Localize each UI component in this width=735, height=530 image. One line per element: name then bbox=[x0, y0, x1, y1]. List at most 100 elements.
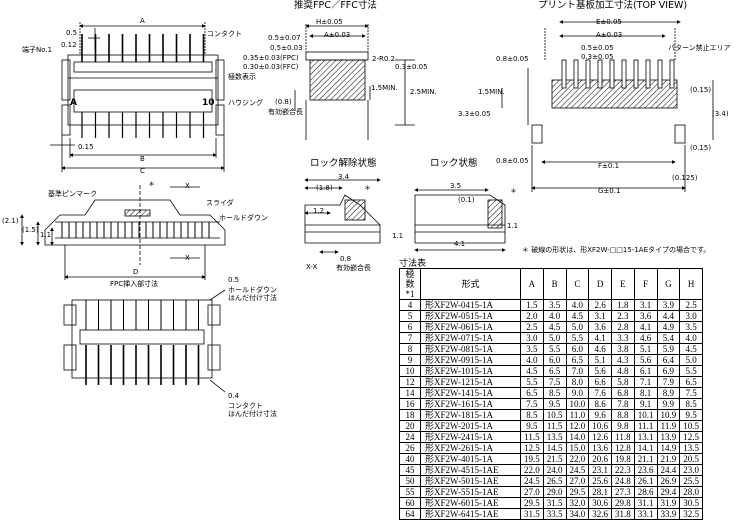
dim-03-005-pcb: 0.3±0.05 bbox=[581, 53, 614, 61]
table-cell: 10 bbox=[399, 365, 421, 377]
dim-035-fpc: 0.35±0.03(FPC) bbox=[243, 54, 299, 62]
table-cell: 21.5 bbox=[542, 453, 567, 465]
table-caption: 寸法表 bbox=[399, 259, 427, 269]
table-cell: 5.5 bbox=[520, 376, 544, 388]
table-cell: 60 bbox=[399, 497, 421, 509]
dim-A-top: A bbox=[140, 17, 145, 25]
table-cell: 19.8 bbox=[611, 453, 635, 465]
table-cell: 26.9 bbox=[656, 475, 681, 487]
table-cell: 10.9 bbox=[656, 409, 681, 421]
table-cell: 9.0 bbox=[565, 387, 590, 399]
dim-0125: (0.125) bbox=[672, 174, 698, 182]
dim-0-5: 0.5 bbox=[66, 29, 78, 37]
note-dashed: ＊ 破線の形状は、形XF2W-□□15-1AEタイプの場合です。 bbox=[522, 246, 711, 254]
table-header-cell: B bbox=[542, 268, 567, 300]
table-cell: 6.4 bbox=[656, 354, 681, 366]
table-cell: 5.0 bbox=[679, 354, 703, 366]
table-cell: 5.0 bbox=[565, 321, 590, 333]
table-cell: 2.5 bbox=[520, 321, 544, 333]
dim-3-5: 3.5 bbox=[450, 182, 462, 190]
connector-side-view bbox=[20, 185, 226, 280]
table-cell: 28.6 bbox=[633, 486, 658, 498]
table-cell: 4.5 bbox=[542, 321, 567, 333]
table-cell: 3.3 bbox=[611, 332, 635, 344]
table-cell: 16 bbox=[399, 398, 421, 410]
dim-03-005: 0.3±0.05 bbox=[395, 63, 428, 71]
lock-state-drawing bbox=[414, 188, 506, 252]
table-cell: 14.5 bbox=[542, 442, 567, 454]
table-cell: 30.5 bbox=[679, 497, 703, 509]
pcb-pad bbox=[573, 59, 579, 89]
table-cell: 3.5 bbox=[679, 321, 703, 333]
table-cell: 33.5 bbox=[542, 508, 567, 520]
dim-F: F±0.1 bbox=[598, 162, 620, 170]
table-cell: 3.9 bbox=[656, 299, 681, 311]
table-header-cell: 極数*1 bbox=[399, 268, 421, 300]
pcb-pad bbox=[585, 59, 591, 89]
table-cell: 1.8 bbox=[611, 299, 635, 311]
table-cell: 23.1 bbox=[588, 464, 612, 476]
dim-x-top: X bbox=[185, 182, 190, 190]
table-cell: 64 bbox=[399, 508, 421, 520]
pcb-top-view bbox=[501, 20, 714, 192]
table-cell: 8 bbox=[399, 343, 421, 355]
table-cell: 形XF2W-1015-1A bbox=[420, 365, 521, 377]
table-cell: 9.5 bbox=[542, 398, 567, 410]
table-cell: 3.0 bbox=[679, 310, 703, 322]
table-header-cell: G bbox=[656, 268, 681, 300]
table-cell: 13.1 bbox=[633, 431, 658, 443]
table-cell: 8.9 bbox=[656, 387, 681, 399]
table-cell: 13.5 bbox=[542, 431, 567, 443]
dim-0-12: 0.12 bbox=[61, 41, 77, 49]
table-cell: 2.5 bbox=[679, 299, 703, 311]
table-cell: 7.5 bbox=[542, 376, 567, 388]
table-cell: 8.5 bbox=[520, 409, 544, 421]
table-cell: 20.5 bbox=[679, 453, 703, 465]
table-cell: 形XF2W-1215-1A bbox=[420, 376, 521, 388]
table-cell: 3.6 bbox=[633, 310, 658, 322]
pcb-pad bbox=[633, 59, 639, 89]
table-cell: 10.6 bbox=[588, 420, 612, 432]
label-hold-down-solder: ホールドダウン はんだ付け寸法 bbox=[228, 286, 277, 302]
table-cell: 4.3 bbox=[611, 354, 635, 366]
table-cell: 形XF2W-0815-1A bbox=[420, 343, 521, 355]
table-cell: 29.5 bbox=[565, 486, 590, 498]
label-housing: ハウジング bbox=[228, 99, 263, 107]
connector-bottom-view bbox=[63, 289, 226, 393]
unlock-title: ロック解除状態 bbox=[310, 158, 377, 169]
dim-1-5min: 1.5MIN. bbox=[371, 84, 398, 92]
table-cell: 形XF2W-1615-1A bbox=[420, 398, 521, 410]
table-cell: 4.4 bbox=[656, 310, 681, 322]
dim-C: C bbox=[140, 167, 145, 175]
table-cell: 形XF2W-2015-1A bbox=[420, 420, 521, 432]
table-cell: 18 bbox=[399, 409, 421, 421]
table-cell: 7.6 bbox=[588, 387, 612, 399]
table-cell: 24.8 bbox=[611, 475, 635, 487]
table-cell: 4.0 bbox=[565, 299, 590, 311]
table-header-cell: F bbox=[633, 268, 658, 300]
table-cell: 24.5 bbox=[520, 475, 544, 487]
table-cell: 31.8 bbox=[611, 508, 635, 520]
table-cell: 8.8 bbox=[611, 409, 635, 421]
table-header-cell: 形式 bbox=[420, 268, 521, 300]
table-cell: 25.6 bbox=[588, 475, 612, 487]
table-cell: 4.6 bbox=[588, 343, 612, 355]
table-cell: 13.9 bbox=[656, 431, 681, 443]
dim-2-1: (2.1) bbox=[2, 217, 19, 225]
table-cell: 6.0 bbox=[542, 354, 567, 366]
table-cell: 34.0 bbox=[565, 508, 590, 520]
dim-0-15: 0.15 bbox=[78, 143, 94, 151]
table-cell: 7 bbox=[399, 332, 421, 344]
table-cell: 26 bbox=[399, 442, 421, 454]
dim-A003-pcb: A±0.03 bbox=[596, 31, 623, 39]
table-cell: 5.8 bbox=[611, 376, 635, 388]
fpc-dims-title: 推奨FPC／FFC寸法 bbox=[294, 0, 377, 11]
table-cell: 8.5 bbox=[542, 387, 567, 399]
